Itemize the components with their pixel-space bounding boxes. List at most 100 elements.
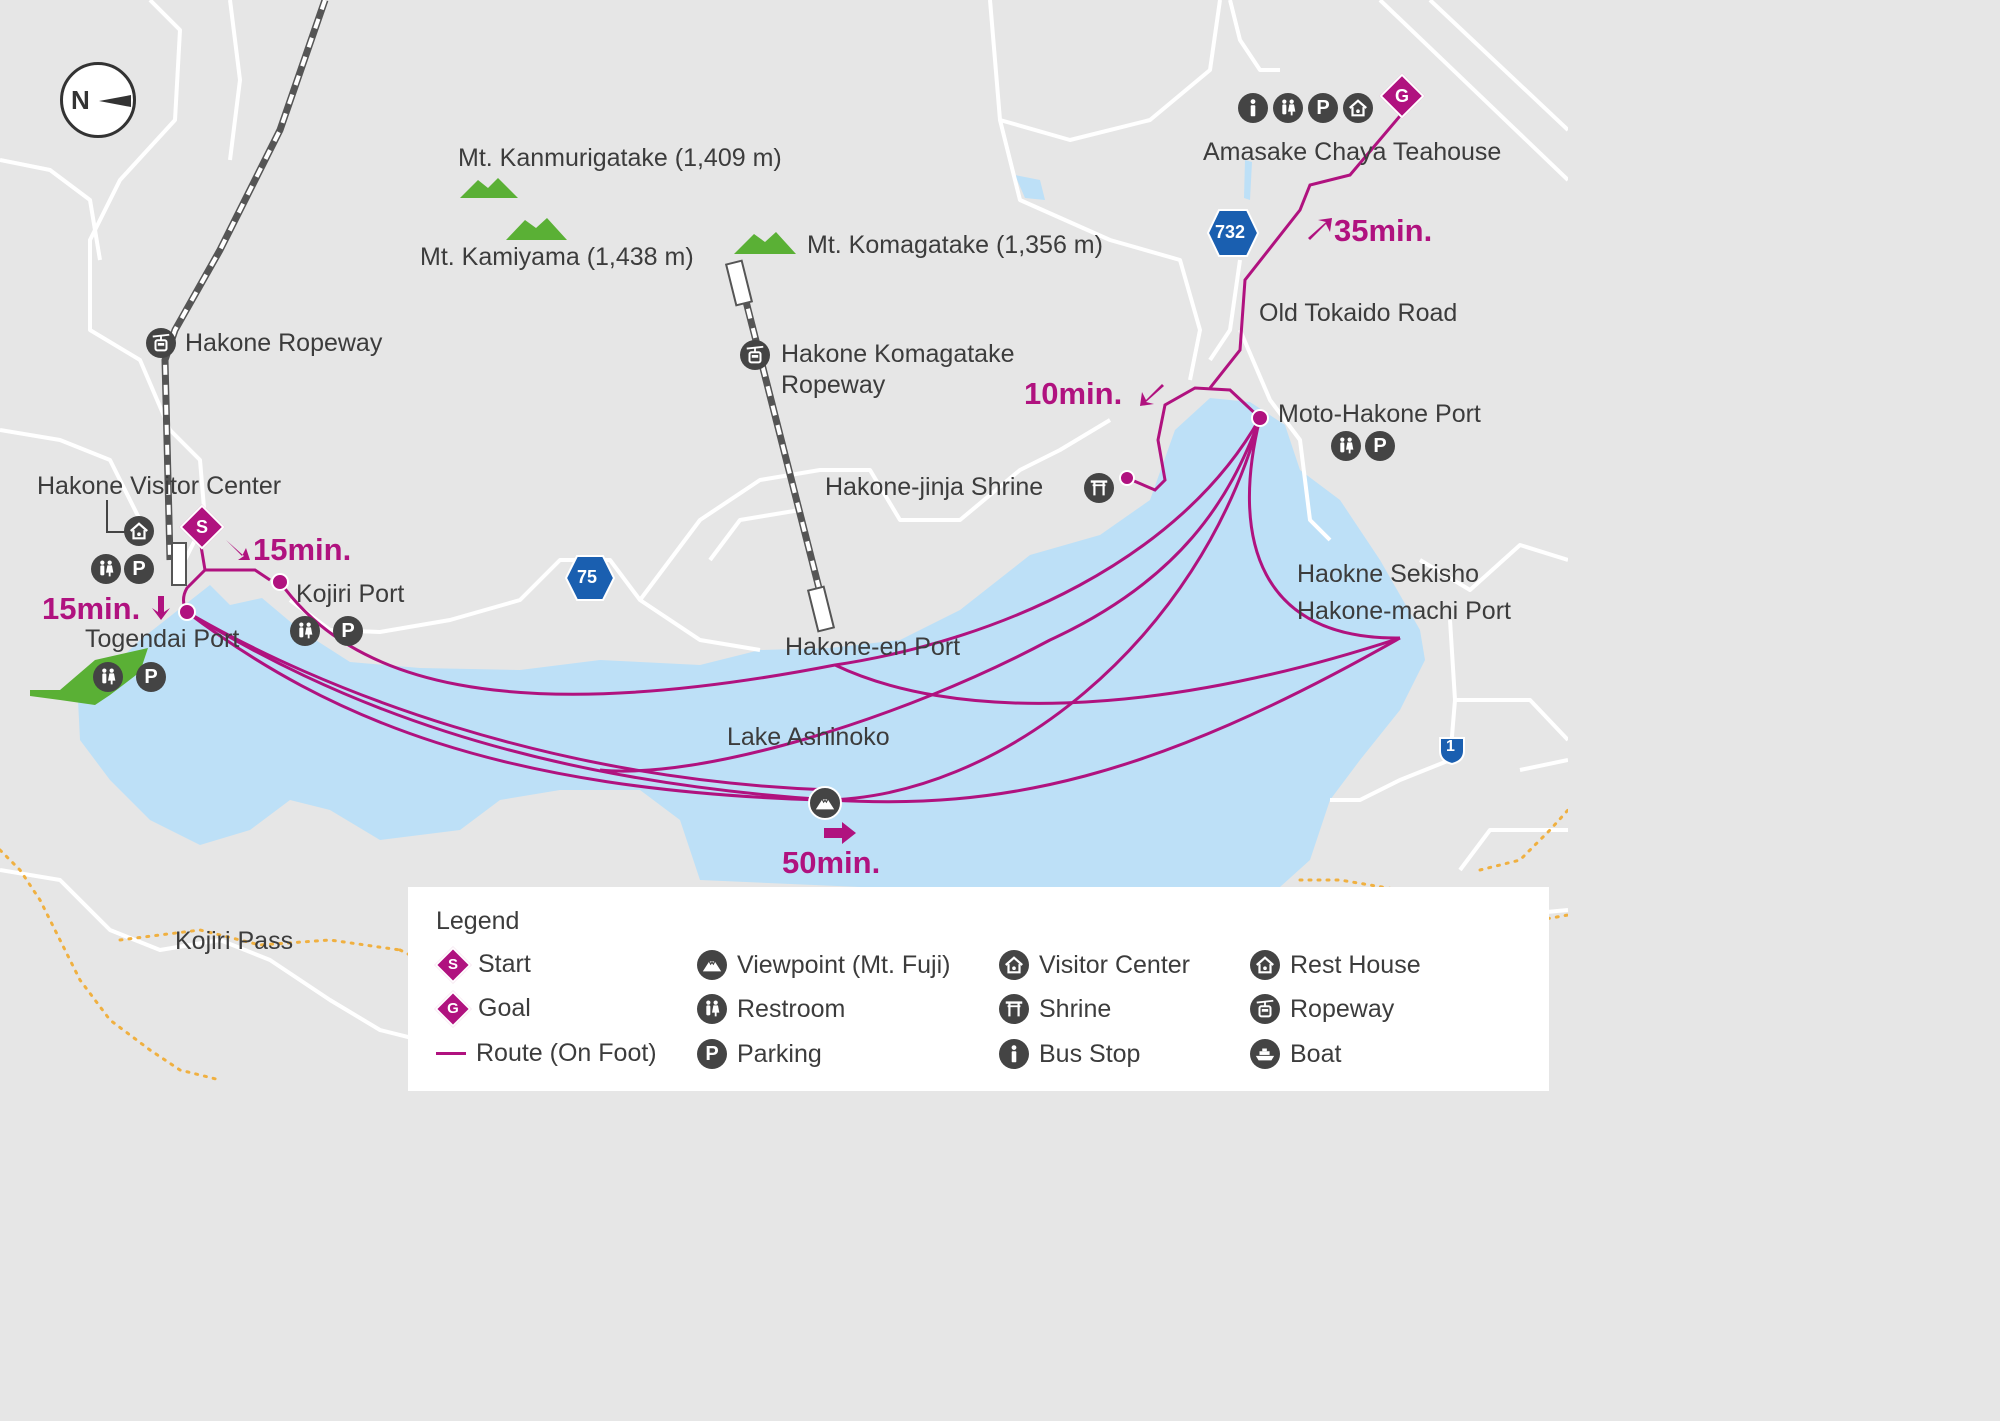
ropeway-icon xyxy=(1250,994,1280,1024)
mountain-icon xyxy=(506,218,567,240)
togendai-port-point xyxy=(178,603,196,621)
time-label-15min-kojiri: 15min. xyxy=(253,532,352,567)
restroom-icon xyxy=(1331,431,1361,461)
restroom-icon xyxy=(290,616,320,646)
legend-label: Goal xyxy=(478,994,531,1022)
legend-item-parking: P Parking xyxy=(697,1039,822,1069)
legend-label: Visitor Center xyxy=(1039,950,1190,979)
komagatake-ropeway-label-2: Ropeway xyxy=(781,371,886,399)
teahouse-label: Amasake Chaya Teahouse xyxy=(1203,138,1502,166)
moto-hakone-port-label: Moto-Hakone Port xyxy=(1278,400,1481,428)
route-1-sign xyxy=(1439,737,1465,765)
legend-item-visitor-center: Visitor Center xyxy=(999,950,1190,980)
viewpoint-icon xyxy=(697,950,727,980)
legend-label: Parking xyxy=(737,1039,822,1068)
legend-label: Restroom xyxy=(737,994,846,1023)
north-compass: N xyxy=(60,62,136,138)
arrow-icon xyxy=(1140,384,1164,406)
legend-item-viewpoint: Viewpoint (Mt. Fuji) xyxy=(697,950,951,980)
route-points xyxy=(178,409,1269,621)
parking-icon: P xyxy=(136,662,166,692)
road-network xyxy=(0,0,1568,1042)
route-line-swatch xyxy=(436,1052,466,1055)
parking-icon: P xyxy=(697,1039,727,1069)
time-label-15min-togendai: 15min. xyxy=(42,591,141,626)
legend-label: Viewpoint (Mt. Fuji) xyxy=(737,950,951,979)
legend-label: Rest House xyxy=(1290,950,1421,979)
legend-item-goal: G Goal xyxy=(434,990,531,1027)
legend-item-bus-stop: Bus Stop xyxy=(999,1039,1140,1069)
mt-kanmurigatake-label: Mt. Kanmurigatake (1,409 m) xyxy=(458,144,782,172)
komagatake-ropeway-line xyxy=(724,259,836,633)
legend-label: Shrine xyxy=(1039,994,1112,1023)
legend-label: Bus Stop xyxy=(1039,1039,1141,1068)
hakone-machi-port-label: Hakone-machi Port xyxy=(1297,597,1511,625)
legend-label: Ropeway xyxy=(1290,994,1395,1023)
mountain-icon xyxy=(460,178,518,198)
time-label-10min: 10min. xyxy=(1024,376,1123,411)
time-label-35min: 35min. xyxy=(1334,213,1433,248)
time-label-50min: 50min. xyxy=(782,845,881,880)
visitor-center-icon xyxy=(124,516,154,546)
komagatake-ropeway-label-1: Hakone Komagatake xyxy=(781,340,1015,368)
leader-line xyxy=(106,500,127,533)
start-marker: S xyxy=(434,946,472,983)
legend-label: Route (On Foot) xyxy=(476,1039,657,1067)
hakone-en-port-label: Hakone-en Port xyxy=(785,633,961,661)
goal-marker: G xyxy=(434,990,472,1027)
arrow-icon xyxy=(824,822,856,844)
map-legend: Legend S Start G Goal Route (On Foot) Vi… xyxy=(408,887,1549,1091)
lake-ashinoko xyxy=(78,398,1425,887)
route-732-sign xyxy=(1206,209,1260,257)
parking-icon: P xyxy=(124,554,154,584)
park-area xyxy=(30,648,148,705)
kojiri-port-point xyxy=(271,573,289,591)
legend-item-start: S Start xyxy=(434,946,531,983)
hakone-ropeway-label: Hakone Ropeway xyxy=(185,329,383,357)
hakone-ropeway-line xyxy=(161,0,329,586)
legend-item-route: Route (On Foot) xyxy=(436,1039,657,1068)
stream xyxy=(1244,160,1252,200)
route-1-number: 1 xyxy=(1446,738,1455,755)
visitor-center-label: Hakone Visitor Center xyxy=(37,472,282,500)
hakone-jinja-label: Hakone-jinja Shrine xyxy=(825,473,1044,501)
legend-item-boat: Boat xyxy=(1250,1039,1341,1069)
bus-stop-icon xyxy=(1238,93,1268,123)
restroom-icon xyxy=(91,554,121,584)
arrow-icon xyxy=(224,538,250,560)
boat-icon xyxy=(1250,1039,1280,1069)
restroom-icon xyxy=(93,662,123,692)
arrow-icon xyxy=(152,596,170,620)
parking-icon: P xyxy=(333,616,363,646)
legend-item-shrine: Shrine xyxy=(999,994,1111,1024)
ropeway-icon xyxy=(146,328,176,358)
mountain-icon xyxy=(734,232,796,254)
legend-title: Legend xyxy=(436,907,520,935)
small-pond xyxy=(1015,175,1045,200)
route-732-number: 732 xyxy=(1215,222,1246,242)
restroom-icon xyxy=(697,994,727,1024)
hakone-jinja-point xyxy=(1119,470,1135,486)
visitor-center-icon xyxy=(999,950,1029,980)
mountain-icons xyxy=(460,178,796,254)
rest-house-icon xyxy=(1343,93,1373,123)
restroom-icon xyxy=(1273,93,1303,123)
shrine-icon xyxy=(999,994,1029,1024)
togendai-port-label: Togendai Port xyxy=(85,625,240,653)
parking-icon: P xyxy=(1308,93,1338,123)
arrow-icon xyxy=(1308,218,1332,240)
sekisho-label: Haokne Sekisho xyxy=(1297,560,1480,588)
mt-kamiyama-label: Mt. Kamiyama (1,438 m) xyxy=(420,243,694,271)
legend-item-restroom: Restroom xyxy=(697,994,845,1024)
bus-stop-icon xyxy=(999,1039,1029,1069)
viewpoint-icon xyxy=(808,786,842,820)
lake-ashinoko-label: Lake Ashinoko xyxy=(727,723,890,751)
old-tokaido-label: Old Tokaido Road xyxy=(1259,299,1458,327)
route-75-number: 75 xyxy=(577,567,598,587)
parking-icon: P xyxy=(1365,431,1395,461)
north-arrow-icon xyxy=(99,95,131,107)
route-75-sign xyxy=(564,555,616,601)
legend-item-rest-house: Rest House xyxy=(1250,950,1421,980)
direction-arrows xyxy=(152,218,1332,844)
legend-item-ropeway: Ropeway xyxy=(1250,994,1394,1024)
